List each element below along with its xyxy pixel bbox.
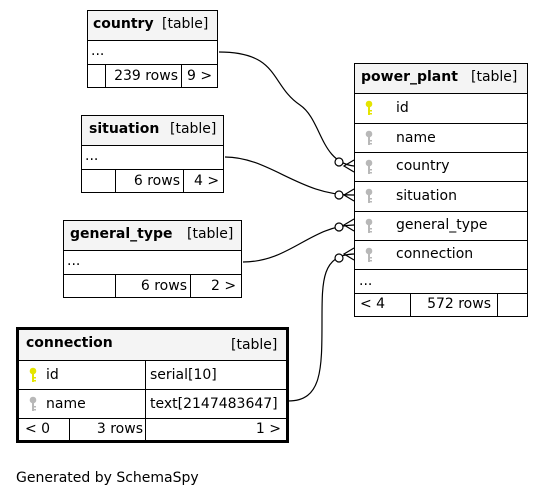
row-count: 3 rows [96, 421, 143, 437]
table-header: connection [table] [19, 330, 286, 360]
column-row-name: name text[2147483647] [19, 389, 286, 418]
row-count: 572 rows [427, 296, 491, 312]
index-key-icon [365, 159, 373, 174]
primary-key-icon [29, 367, 37, 382]
column-row-situation: situation [355, 181, 527, 211]
more-columns: ... [85, 148, 99, 164]
ellipsis-row: ... [355, 269, 527, 293]
table-situation[interactable]: situation [table] ... 6 rows 4 > [81, 115, 224, 193]
table-footer: 239 rows 9 > [88, 64, 217, 87]
primary-key-icon [365, 100, 373, 115]
column-name: connection [396, 246, 474, 262]
index-key-icon [365, 188, 373, 203]
child-count: 9 > [187, 68, 213, 84]
index-key-icon [365, 247, 373, 262]
column-name: name [46, 396, 86, 412]
optional-marker-country [334, 157, 344, 167]
column-name: situation [396, 188, 457, 204]
ellipsis-row: ... [64, 250, 241, 274]
table-footer: < 4 572 rows [355, 293, 527, 316]
column-row-id: id serial[10] [19, 360, 286, 389]
index-key-icon [29, 396, 37, 411]
table-country[interactable]: country [table] ... 239 rows 9 > [87, 10, 218, 88]
column-name: id [396, 100, 409, 116]
parent-count: < 4 [360, 296, 386, 312]
table-type-tag: [table] [162, 16, 209, 32]
edge-country-power-plant [218, 51, 355, 167]
table-footer: < 0 3 rows 1 > [19, 418, 286, 440]
column-name: id [46, 367, 59, 383]
child-count: 1 > [255, 421, 281, 437]
column-row-id: id [355, 93, 527, 123]
index-key-icon [365, 218, 373, 233]
child-count: 2 > [211, 278, 237, 294]
crows-foot-connection [342, 247, 355, 261]
table-name: situation [89, 121, 160, 137]
table-general-type[interactable]: general_type [table] ... 6 rows 2 > [63, 220, 242, 298]
table-name: power_plant [361, 69, 458, 85]
table-name: country [93, 16, 154, 32]
table-type-tag: [table] [231, 337, 278, 353]
column-row-connection: connection [355, 240, 527, 269]
parent-count: < 0 [25, 421, 51, 437]
crows-foot-situation [342, 188, 355, 202]
table-type-tag: [table] [471, 69, 518, 85]
table-footer: 6 rows 4 > [82, 169, 223, 192]
edge-connection-power-plant [287, 253, 355, 402]
crows-foot-general-type [342, 218, 355, 232]
row-count: 239 rows [114, 68, 178, 84]
table-type-tag: [table] [187, 226, 234, 242]
table-power-plant[interactable]: power_plant [table] id name country [354, 63, 528, 317]
table-name: connection [26, 335, 113, 351]
column-row-country: country [355, 152, 527, 181]
column-row-general-type: general_type [355, 211, 527, 240]
column-name: country [396, 158, 450, 174]
optional-marker-connection [334, 253, 344, 263]
table-header: general_type [table] [64, 221, 241, 250]
column-row-name: name [355, 123, 527, 152]
table-header: country [table] [88, 11, 217, 40]
more-columns: ... [91, 43, 105, 59]
column-type: serial[10] [150, 367, 217, 383]
optional-marker-situation [334, 190, 344, 200]
row-count: 6 rows [140, 278, 187, 294]
table-header: power_plant [table] [355, 64, 527, 93]
index-key-icon [365, 130, 373, 145]
optional-marker-general-type [334, 222, 344, 232]
table-footer: 6 rows 2 > [64, 274, 241, 297]
column-name: name [396, 130, 436, 146]
column-type: text[2147483647] [150, 396, 278, 412]
ellipsis-row: ... [88, 40, 217, 64]
crows-foot-country [342, 159, 355, 173]
table-header: situation [table] [82, 116, 223, 145]
table-type-tag: [table] [170, 121, 217, 137]
table-name: general_type [70, 226, 173, 242]
generated-by-label: Generated by SchemaSpy [16, 470, 199, 486]
ellipsis-row: ... [82, 145, 223, 169]
row-count: 6 rows [133, 173, 180, 189]
more-columns: ... [359, 273, 373, 289]
more-columns: ... [67, 253, 81, 269]
table-connection[interactable]: connection [table] id serial[10] name [16, 327, 289, 443]
child-count: 4 > [194, 173, 220, 189]
column-name: general_type [396, 217, 488, 233]
